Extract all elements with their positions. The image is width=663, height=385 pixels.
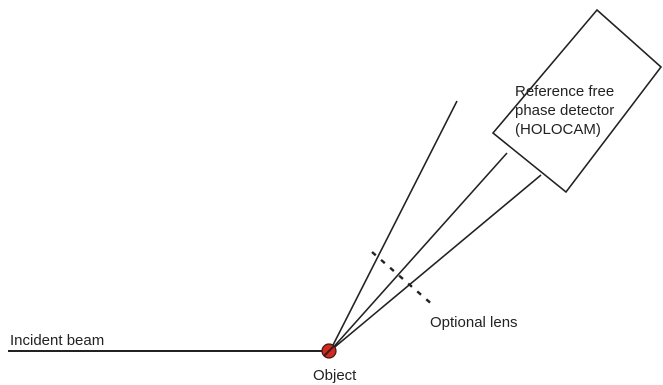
detector-label-line2: phase detector (515, 102, 614, 119)
optional-lens-dashed-line (371, 251, 435, 307)
holocam-detector-box (491, 8, 663, 194)
scattered-ray-middle (329, 152, 508, 352)
object-label: Object (313, 367, 357, 384)
incident-beam-label: Incident beam (10, 332, 104, 349)
detector-label-line3: (HOLOCAM) (515, 121, 601, 138)
detector-label-line1: Reference free (515, 83, 614, 100)
scattered-ray-lower (329, 174, 542, 352)
object-marker (321, 343, 337, 359)
scattered-ray-upper (329, 100, 458, 352)
optional-lens-label: Optional lens (430, 314, 518, 331)
